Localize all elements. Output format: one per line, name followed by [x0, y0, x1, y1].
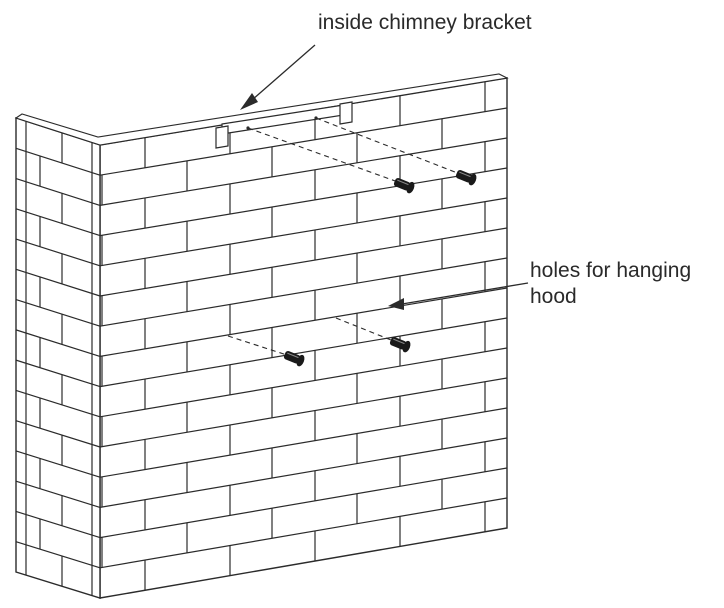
holes-arrow-head: [388, 298, 404, 310]
anchor-body: [283, 350, 301, 364]
anchor-head: [468, 173, 477, 186]
anchor-body: [389, 336, 407, 350]
front-row-line: [99, 137, 508, 206]
front-row-line: [99, 437, 508, 508]
side-row-line: [15, 268, 101, 297]
front-row-line: [99, 197, 508, 267]
side-face: [15, 117, 101, 599]
guide-lower-right: [335, 317, 397, 343]
front-row-line: [99, 107, 508, 176]
bracket-arrow-line: [251, 44, 316, 101]
callout-arrows: [240, 44, 529, 310]
holes-arrow-line: [401, 282, 529, 305]
side-row-line: [15, 177, 101, 206]
anchor-screw: [283, 350, 305, 367]
front-row-line: [99, 347, 508, 418]
anchor-highlight: [393, 338, 405, 345]
guide-lower-left: [227, 335, 291, 357]
side-row-line: [15, 147, 101, 176]
holes-label: holes for hanging hood: [530, 258, 691, 310]
front-row-line: [99, 467, 508, 539]
side-row-line: [15, 389, 101, 418]
wall-outline: [14, 73, 509, 599]
anchor-body: [393, 177, 411, 191]
front-row-line: [99, 317, 508, 388]
side-row-line: [15, 329, 101, 357]
anchor-head: [402, 340, 411, 353]
anchor-head: [296, 354, 305, 367]
side-row-line: [15, 480, 101, 508]
dashed-guide-lines: [227, 117, 461, 357]
side-row-line: [15, 510, 101, 539]
anchor-highlight: [459, 171, 471, 178]
side-row-line: [15, 420, 101, 448]
bracket-tab-left: [215, 125, 229, 149]
bracket-tab-right: [339, 101, 353, 125]
front-row-line: [99, 377, 508, 448]
front-face-bricks: [99, 81, 508, 591]
holes-label-line1: holes for hanging: [530, 259, 692, 282]
chimney-bracket: [215, 101, 353, 149]
anchor-head: [406, 181, 415, 194]
side-row-line: [15, 541, 101, 569]
side-row-line: [15, 238, 101, 267]
anchor-screw: [389, 336, 411, 353]
wall-anchors: [283, 169, 477, 367]
side-row-line: [15, 359, 101, 388]
front-row-line: [99, 407, 508, 478]
front-row-line: [99, 167, 508, 237]
bracket-label-text: inside chimney bracket: [318, 11, 532, 34]
bracket-label: inside chimney bracket: [318, 10, 532, 36]
guide-upper-right: [315, 117, 461, 175]
front-row-line: [99, 257, 508, 327]
side-row-line: [15, 450, 101, 478]
anchor-screw: [455, 169, 477, 186]
side-row-line: [15, 208, 101, 237]
anchor-highlight: [397, 179, 409, 186]
holes-label-line2: hood: [530, 285, 577, 308]
front-row-line: [99, 287, 508, 357]
wall-top-cap: [14, 73, 509, 146]
anchor-body: [455, 169, 473, 183]
bracket-arrow-head: [240, 93, 258, 110]
front-row-line: [99, 497, 508, 569]
front-face: [99, 77, 508, 599]
side-row-line: [15, 299, 101, 327]
anchor-highlight: [287, 352, 299, 359]
front-row-line: [99, 227, 508, 297]
side-face-bricks: [15, 132, 101, 587]
anchor-screw: [393, 177, 415, 194]
